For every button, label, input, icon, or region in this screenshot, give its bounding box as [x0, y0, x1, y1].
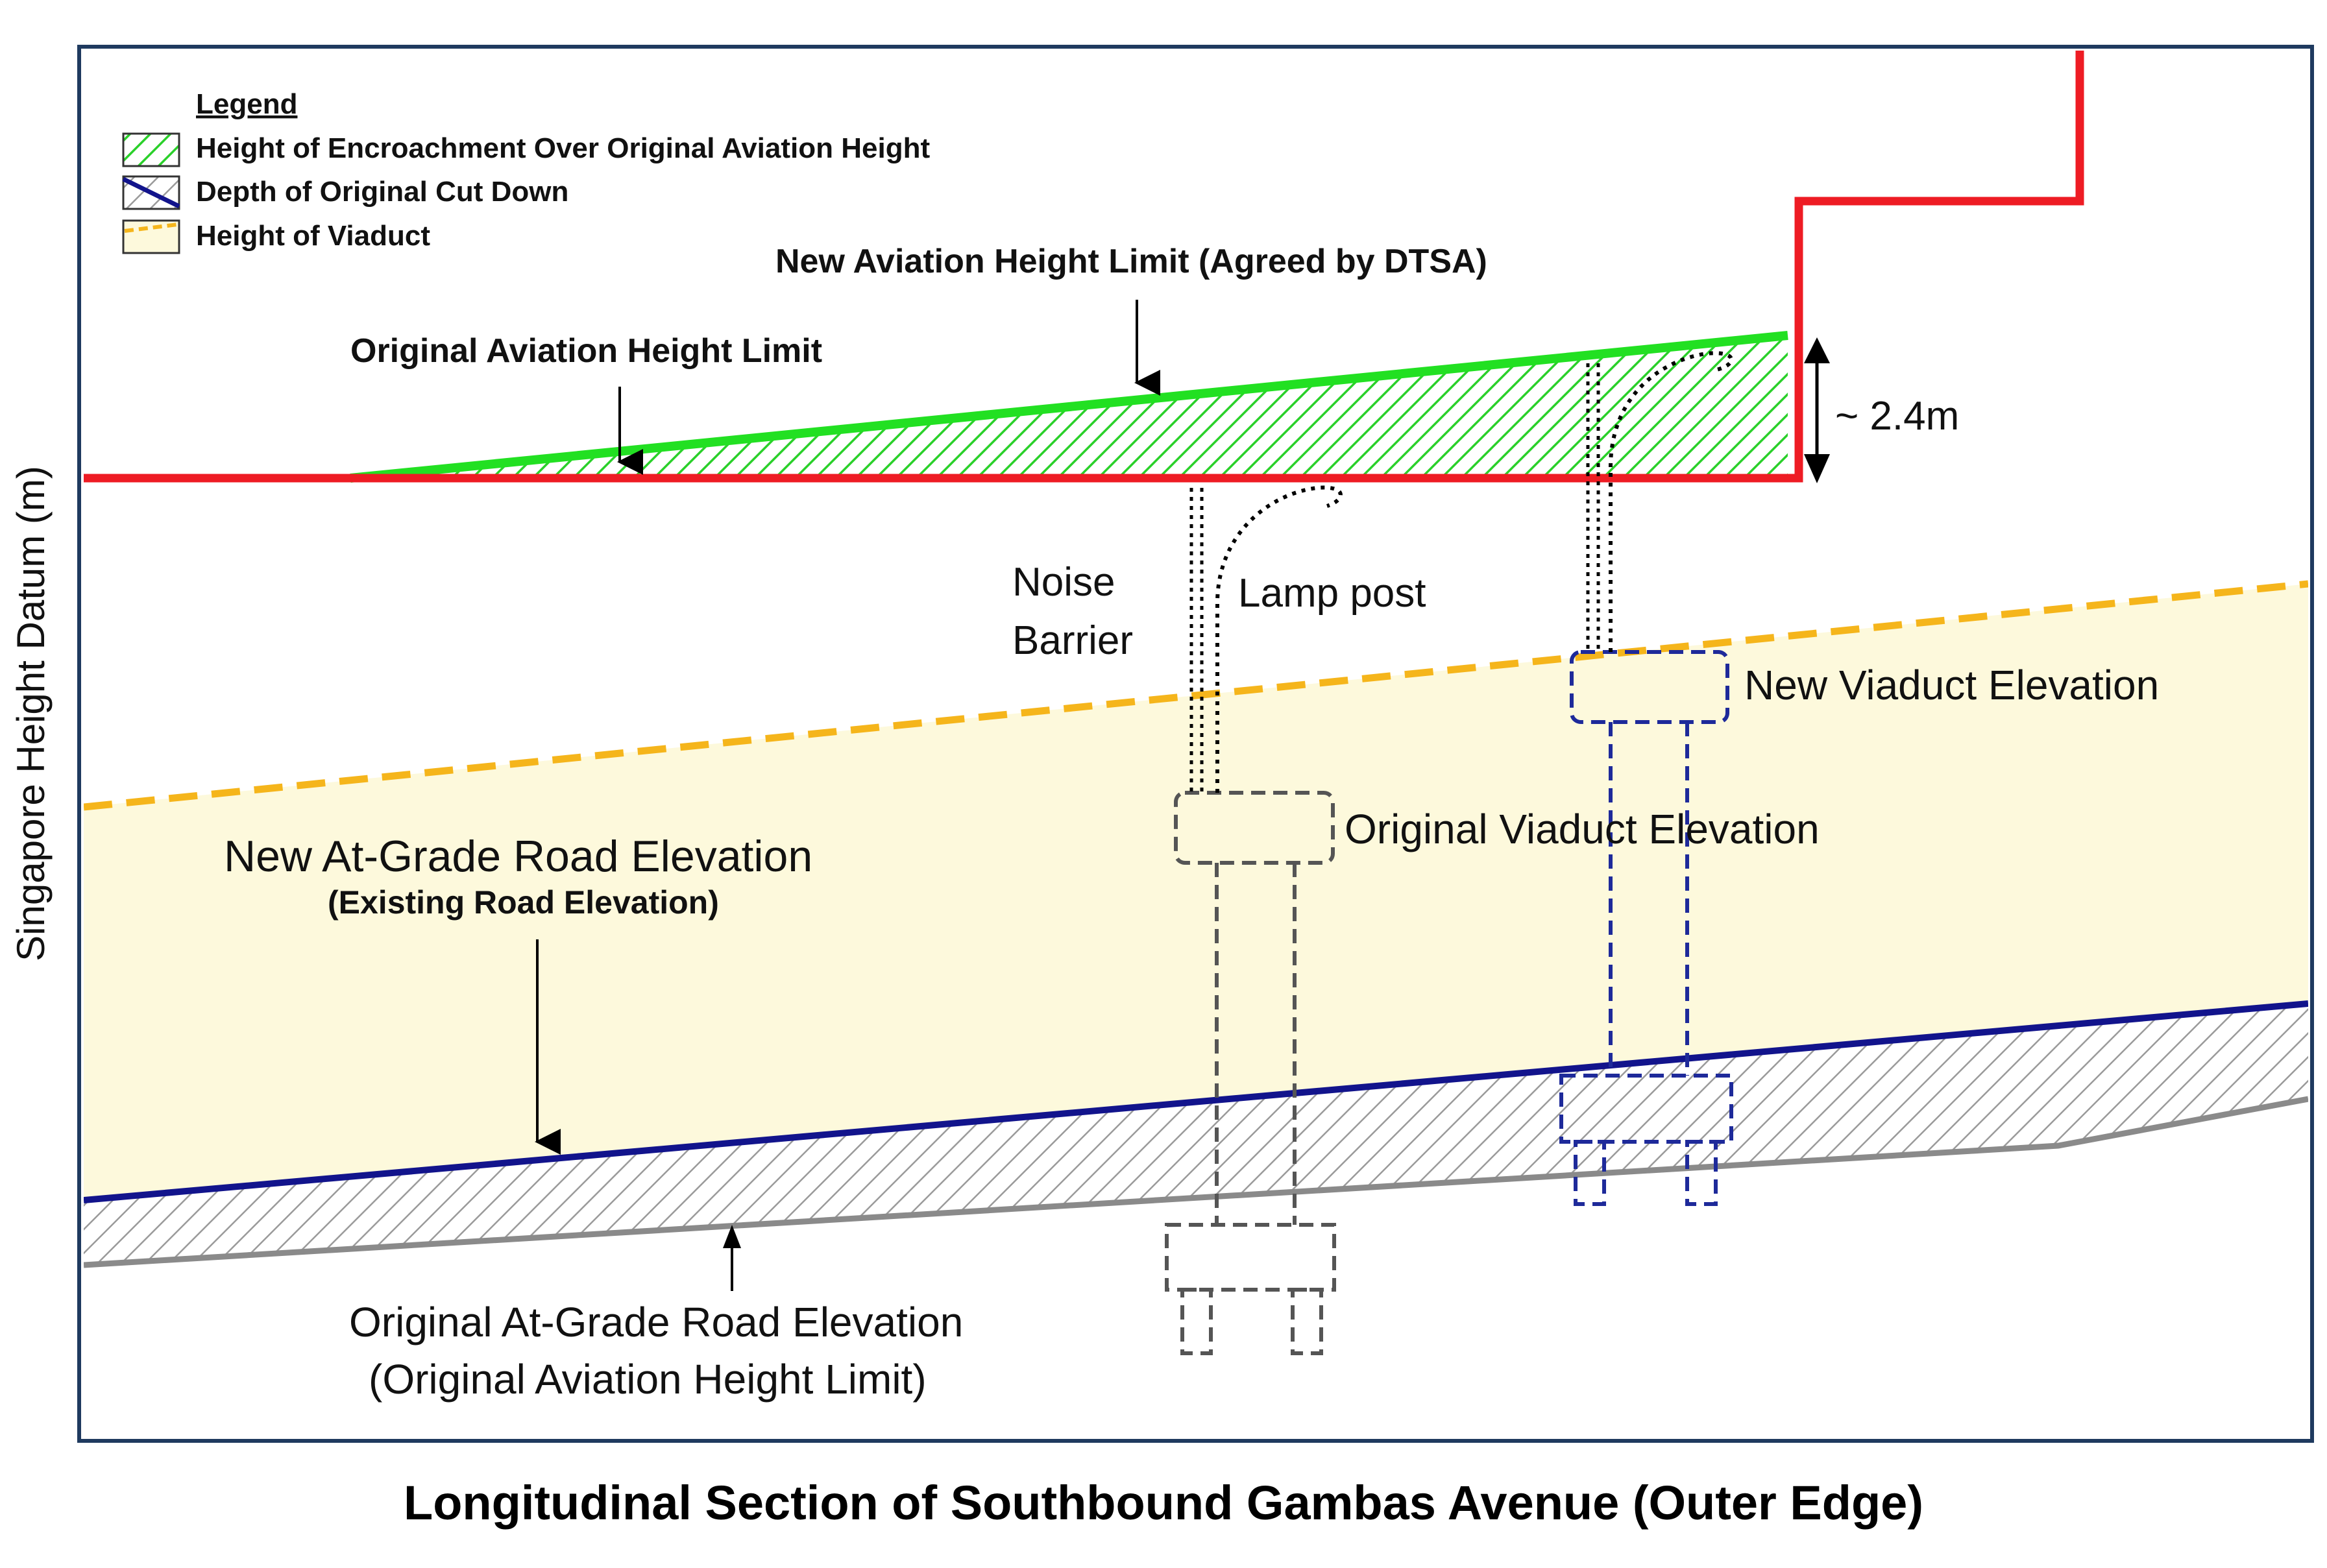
- new-at-grade-road-label: New At-Grade Road Elevation: [224, 832, 812, 881]
- legend-swatch-encroachment: [122, 132, 180, 167]
- new-viaduct: [1559, 650, 1733, 1206]
- encroachment-dimension-arrow: [1804, 337, 1830, 483]
- original-at-grade-road-label: Original At-Grade Road Elevation: [349, 1299, 963, 1345]
- new-lamp-post: [1609, 351, 1734, 652]
- original-viaduct-elevation-label: Original Viaduct Elevation: [1345, 806, 1820, 852]
- original-viaduct: [1165, 791, 1336, 1355]
- original-at-grade-road-pointer: [723, 1225, 741, 1291]
- new-aviation-limit-label: New Aviation Height Limit (Agreed by DTS…: [775, 243, 1487, 280]
- figure-caption: Longitudinal Section of Southbound Gamba…: [404, 1476, 1923, 1530]
- new-noise-barrier: [1586, 363, 1600, 652]
- noise-barrier-label-line1: Noise: [1012, 560, 1115, 605]
- viaduct-height-line: [84, 580, 2308, 811]
- encroachment-height-label: ~ 2.4m: [1835, 394, 1959, 439]
- legend-item-viaduct: Height of Viaduct: [196, 220, 430, 252]
- original-aviation-limit-label: Original Aviation Height Limit: [350, 332, 822, 370]
- legend-item-encroachment: Height of Encroachment Over Original Avi…: [196, 132, 930, 164]
- new-viaduct-elevation-label: New Viaduct Elevation: [1744, 662, 2159, 708]
- y-axis-label: Singapore Height Datum (m): [9, 466, 53, 961]
- original-lamp-post: [1215, 485, 1343, 793]
- lamp-post-label: Lamp post: [1238, 571, 1426, 616]
- viaduct-zone-fill: [84, 584, 2308, 1200]
- legend: Legend Height of Encroachment Over Origi…: [122, 88, 930, 254]
- new-at-grade-road-line: [84, 1000, 2308, 1203]
- original-aviation-limit-paren-label: (Original Aviation Height Limit): [369, 1356, 927, 1403]
- noise-barrier-label-line2: Barrier: [1012, 618, 1133, 663]
- legend-item-cut-down: Depth of Original Cut Down: [196, 176, 568, 208]
- new-aviation-height-limit-line: [350, 331, 1788, 483]
- original-at-grade-road-line: [84, 1096, 2308, 1268]
- existing-road-label: (Existing Road Elevation): [328, 884, 719, 921]
- original-aviation-height-limit-line: [84, 51, 2084, 483]
- legend-title: Legend: [196, 88, 297, 120]
- original-cut-down-band: [84, 1004, 2308, 1265]
